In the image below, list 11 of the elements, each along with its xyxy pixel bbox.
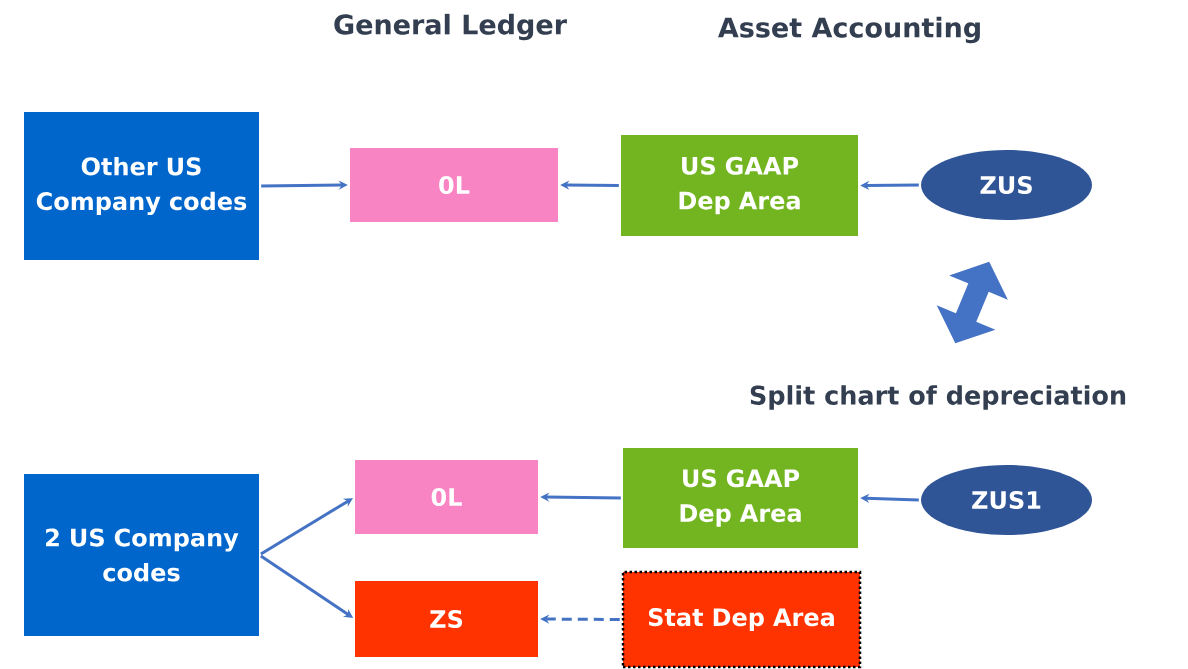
- depreciation-area-box: Stat Dep Area: [621, 570, 862, 669]
- ledger-box: ZS: [355, 581, 538, 657]
- chart-split-label: Split chart of depreciation: [750, 385, 1126, 410]
- ledger-box: 0L: [350, 148, 558, 222]
- heading: General Ledger: [334, 13, 567, 41]
- ledger-box: 0L: [355, 460, 538, 534]
- depreciation-area-box: US GAAP Dep Area: [621, 135, 858, 236]
- company-codes-box: Other US Company codes: [24, 112, 259, 260]
- depreciation-area-box: US GAAP Dep Area: [623, 448, 858, 548]
- company-codes-box: 2 US Company codes: [24, 474, 259, 636]
- heading: Asset Accounting: [718, 16, 980, 44]
